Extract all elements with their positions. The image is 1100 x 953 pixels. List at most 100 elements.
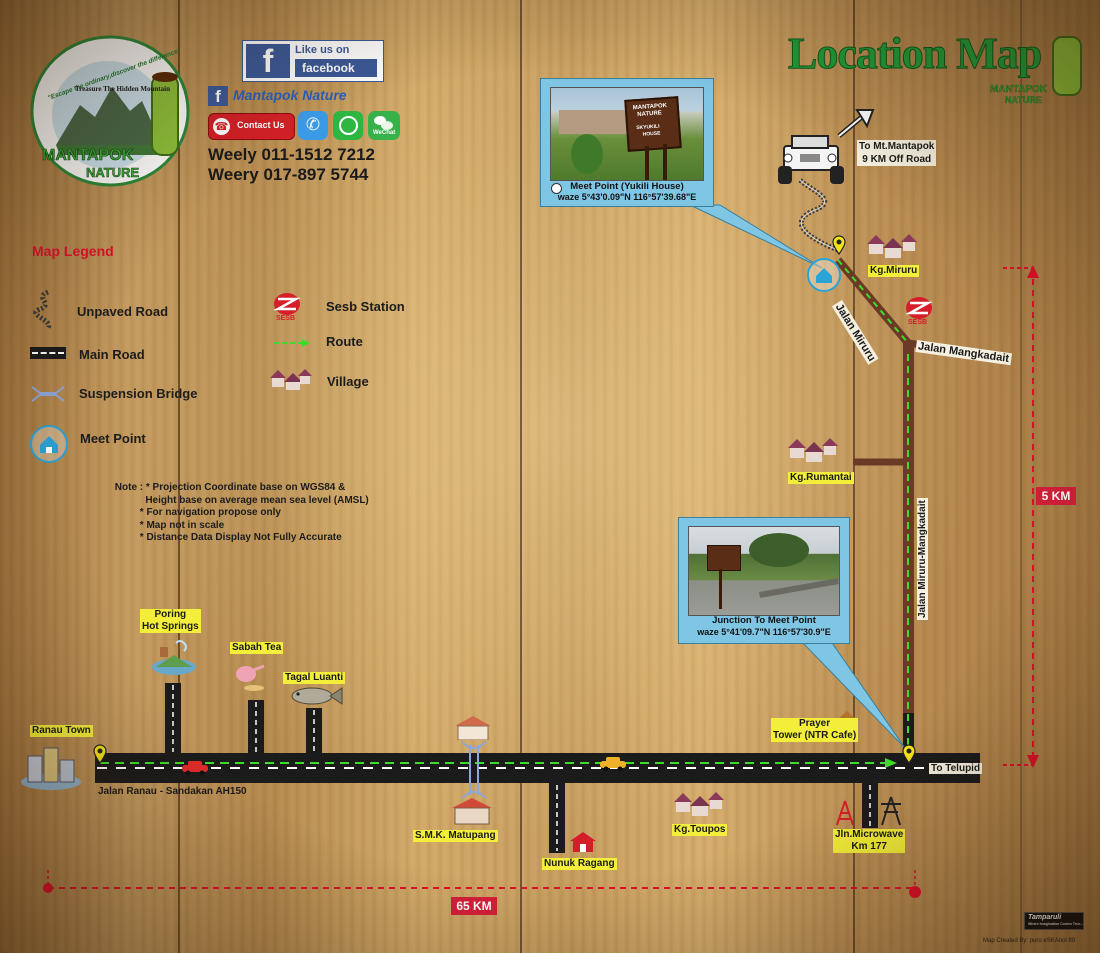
jeep-icon xyxy=(778,128,848,186)
house-icon xyxy=(816,268,832,283)
jalan-ranau-label: Jalan Ranau - Sandakan AH150 xyxy=(98,786,247,797)
location-pin-icon[interactable] xyxy=(832,235,846,255)
village-icon xyxy=(867,234,917,258)
facebook-wordmark: facebook xyxy=(302,61,355,75)
kg-rumantai-label: Kg.Rumantai xyxy=(788,472,854,484)
kg-miruru-label: Kg.Miruru xyxy=(868,265,920,277)
page-title: Location Map xyxy=(787,29,1042,79)
school-icon xyxy=(455,716,491,741)
contact-us-button[interactable]: ☎ Contact Us xyxy=(208,113,295,140)
plank-seam xyxy=(178,0,180,953)
call-icon[interactable]: ✆ xyxy=(298,111,328,140)
suspension-bridge-icon xyxy=(31,386,65,402)
sesb-station-icon: SESB xyxy=(904,296,934,328)
meet-point-photo-callout: MANTAPOK NATURE SKYUKILI HOUSE Meet Poin… xyxy=(540,78,714,207)
wechat-icon[interactable]: WeChat xyxy=(368,111,400,140)
teapot-icon xyxy=(232,656,266,692)
poring-label: Poring Hot Springs xyxy=(140,609,201,633)
unpaved-road-icon xyxy=(33,290,52,330)
logo-name-line1: MANTAPOK xyxy=(42,147,134,165)
side-road-stubs xyxy=(165,683,878,853)
smk-matupang-label: S.M.K. Matupang xyxy=(413,830,498,842)
tagal-luanti-label: Tagal Luanti xyxy=(283,672,346,684)
route-line xyxy=(837,259,909,344)
facebook-page-link[interactable]: f Mantapok Nature xyxy=(208,86,398,106)
to-mantapok-label: To Mt.Mantapok 9 KM Off Road xyxy=(857,140,937,166)
meet-point-coords: waze 5°43'0.09"N 116°57'39.68"E xyxy=(557,192,697,202)
legend-route: Route xyxy=(326,334,363,349)
sabah-tea-label: Sabah Tea xyxy=(230,642,284,654)
wechat-label: WeChat xyxy=(373,130,396,136)
sign-line4: HOUSE xyxy=(642,130,661,138)
power-pylon-icon xyxy=(881,796,901,826)
legend-unpaved-road: Unpaved Road xyxy=(77,304,169,319)
jalan-miruru-mangkadait-label: Jalan Miruru-Mangkadait xyxy=(917,498,928,620)
to-mantapok-line2: 9 KM Off Road xyxy=(862,154,932,165)
distance-65km-label: 65 KM xyxy=(451,897,497,915)
prayer-tower-label: Prayer Tower (NTR Cafe) xyxy=(771,718,859,742)
prayer-line2: Tower (NTR Cafe) xyxy=(773,730,857,741)
legend-suspension-bridge: Suspension Bridge xyxy=(79,386,198,401)
credits-brand: Tamparuli xyxy=(1028,914,1062,921)
red-car-icon xyxy=(182,761,208,776)
distance-marker-horizontal xyxy=(43,870,921,898)
junction-coords: waze 5°41'09.7"N 116°57'30.9"E xyxy=(697,627,831,637)
yukili-house-photo: MANTAPOK NATURE SKYUKILI HOUSE xyxy=(550,87,704,181)
sign-line1: MANTAPOK xyxy=(632,102,668,112)
title-logo-line1: MANTAPOK xyxy=(990,84,1048,95)
direction-arrow-icon xyxy=(837,109,875,138)
ranau-town-icon xyxy=(18,738,84,792)
nunuk-ragang-icon xyxy=(570,832,596,852)
to-mantapok-line1: To Mt.Mantapok xyxy=(859,141,935,152)
legend-sesb-station: Sesb Station xyxy=(326,299,405,314)
fish-icon xyxy=(291,687,343,705)
location-pin-icon[interactable] xyxy=(902,744,916,764)
phone-weely: Weely 011-1512 7212 xyxy=(208,145,375,164)
yellow-car-icon xyxy=(600,757,626,772)
village-icon xyxy=(788,438,838,462)
meet-point-callout-pointer xyxy=(689,204,823,269)
facebook-page-name: Mantapok Nature xyxy=(233,87,347,103)
distance-5km-label: 5 KM xyxy=(1036,487,1076,505)
plank-seam xyxy=(520,0,522,953)
poring-hot-springs-icon xyxy=(150,637,198,677)
meet-point-icon xyxy=(30,425,68,463)
kg-toupos-label: Kg.Toupos xyxy=(672,824,728,836)
contact-us-label: Contact Us xyxy=(237,120,285,130)
facebook-like-button[interactable]: f Like us on facebook xyxy=(242,40,384,82)
route-arrow-icon xyxy=(885,758,897,768)
microwave-line1: Jln.Microwave xyxy=(835,829,904,840)
junction-caption: Junction To Meet Point xyxy=(712,615,816,626)
unpaved-road-center xyxy=(799,179,839,251)
junction-photo-callout: Junction To Meet Point waze 5°41'09.7"N … xyxy=(678,517,850,644)
facebook-small-icon: f xyxy=(208,86,228,106)
microwave-label: Jln.Microwave Km 177 xyxy=(833,829,906,853)
title-logo-line2: NATURE xyxy=(1005,95,1042,105)
mantapok-logo: "Escape the ordinary,discover the differ… xyxy=(30,35,190,187)
ranau-town-label: Ranau Town xyxy=(30,725,93,737)
legend-meet-point: Meet Point xyxy=(80,431,146,446)
waze-icon xyxy=(551,183,562,194)
village-icon xyxy=(270,369,312,390)
meet-point-marker[interactable] xyxy=(807,258,841,292)
map-notes: Note : * Projection Coordinate base on W… xyxy=(114,482,369,543)
suspension-bridge-icon xyxy=(461,741,487,799)
legend-main-road: Main Road xyxy=(79,347,145,362)
nunuk-ragang-label: Nunuk Ragang xyxy=(542,858,617,870)
sesb-map-text: SESB xyxy=(908,319,928,326)
sesb-station-icon: SESB xyxy=(272,292,302,324)
meet-point-caption: Meet Point (Yukili House) xyxy=(570,181,684,192)
prayer-line1: Prayer xyxy=(799,718,831,729)
location-pin-icon[interactable] xyxy=(93,744,107,764)
like-us-label: Like us on xyxy=(295,44,350,56)
route-arrow-icon xyxy=(274,339,310,347)
poring-line2: Hot Springs xyxy=(142,621,199,632)
whatsapp-icon[interactable] xyxy=(333,111,363,140)
phone-icon: ☎ xyxy=(213,118,230,135)
credits-logo: Tamparuli Where Imagination Comes True..… xyxy=(1024,912,1084,930)
microwave-line2: Km 177 xyxy=(851,841,887,852)
to-telupid-label: To Telupid xyxy=(929,763,983,774)
village-icon xyxy=(674,792,724,816)
facebook-f-icon: f xyxy=(246,44,290,78)
sign-line2: NATURE xyxy=(637,110,663,119)
